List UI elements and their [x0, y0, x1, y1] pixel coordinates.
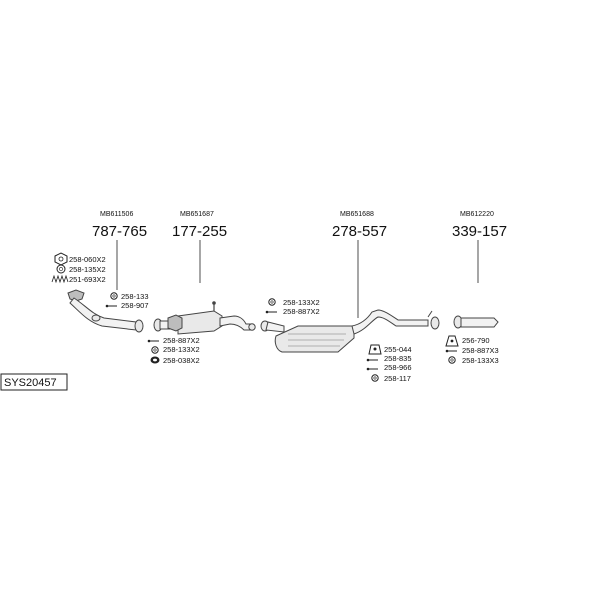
hanger-end	[212, 301, 216, 305]
part-number: 258-907	[121, 301, 149, 310]
part-number: 258-966	[384, 363, 412, 372]
system-code-box: SYS20457	[0, 373, 68, 391]
front-pipe-drawing	[67, 289, 144, 333]
oem-number-tail-pipe: MB612220	[460, 211, 494, 218]
center-outlet-pipe	[219, 315, 251, 331]
system-code: SYS20457	[4, 377, 57, 389]
part-number: 258-060X2	[69, 255, 106, 264]
part-number: 251-693X2	[69, 275, 106, 284]
tail-pipe-drawing	[453, 315, 499, 329]
part-number: 258-117	[384, 374, 411, 383]
part-number: 255-044	[384, 345, 412, 354]
tail-pipe	[460, 317, 499, 328]
oem-number-rear-muffler: MB651688	[340, 211, 374, 218]
price-code-center-muffler: 177-255	[172, 223, 227, 240]
part-number: 258-038X2	[163, 356, 200, 365]
price-code-rear-muffler: 278-557	[332, 223, 387, 240]
part-number: 258-133X3	[462, 356, 499, 365]
part-number: 256-790	[462, 336, 490, 345]
part-number: 258-133X2	[163, 345, 200, 354]
bolt-head-icon	[147, 339, 151, 343]
center-muffler-drawing	[153, 301, 256, 335]
rear-muffler-top-hardware: 258-133X2 258-887X2	[265, 298, 320, 316]
tail-pipe-hardware: 256-790 258-887X3 258-133X3	[445, 335, 499, 365]
rear-muffler-inlet-pipe	[265, 321, 285, 333]
front-pipe-bracket	[91, 314, 101, 322]
washer-hole-icon	[270, 300, 274, 304]
part-number: 258-887X3	[462, 346, 499, 355]
bolt-head-icon	[366, 367, 370, 371]
muffler-ribbing	[288, 333, 346, 347]
center-muffler-flange	[167, 314, 183, 332]
bolt-head-icon	[265, 310, 269, 314]
washer-hole-icon	[373, 376, 377, 380]
bolt-head-icon	[105, 304, 109, 308]
system-code-frame	[0, 373, 68, 391]
rubber-mount-hole-icon	[450, 339, 454, 343]
hanger-rod	[427, 310, 433, 318]
spring-icon	[51, 274, 70, 284]
front-pipe-end-ring	[134, 319, 144, 333]
oem-number-front-pipe: MB611506	[100, 211, 133, 218]
part-number: 258-887X2	[163, 336, 200, 345]
rear-muffler-drawing	[260, 309, 440, 353]
rear-muffler-end-ring	[430, 316, 440, 330]
center-pipe-end-ring	[248, 323, 256, 331]
part-number: 258-133	[121, 292, 149, 301]
rear-muffler-body	[274, 325, 355, 353]
center-hardware: 258-887X2 258-133X2 258-038X2	[147, 336, 200, 365]
price-code-tail-pipe: 339-157	[452, 223, 507, 240]
washer-hole-icon	[153, 348, 157, 352]
washer-hole-icon	[112, 294, 116, 298]
rear-muffler-outlet-pipe	[351, 309, 429, 335]
gasket-hole-icon	[153, 358, 157, 362]
part-number: 258-887X2	[283, 307, 320, 316]
bolt-head-icon	[366, 358, 370, 362]
bolt-head-icon	[445, 349, 449, 353]
rear-muffler-bottom-hardware: 255-044 258-835 258-966 258-117	[366, 344, 412, 383]
part-number: 258-135X2	[69, 265, 106, 274]
nut-hole-icon	[58, 256, 64, 262]
price-code-front-pipe: 787-765	[92, 223, 147, 240]
washer-hole-icon	[450, 358, 454, 362]
part-number: 258-835	[384, 354, 412, 363]
front-pipe-hardware: 258-060X2 258-135X2 251-693X2 258-133 25…	[51, 252, 149, 310]
center-muffler-body	[177, 310, 223, 335]
washer-hole-icon	[59, 267, 63, 271]
oem-number-center-muffler: MB651687	[180, 211, 214, 218]
front-pipe-flange	[67, 289, 85, 302]
rubber-mount-hole-icon	[373, 347, 377, 351]
part-number: 258-133X2	[283, 298, 320, 307]
